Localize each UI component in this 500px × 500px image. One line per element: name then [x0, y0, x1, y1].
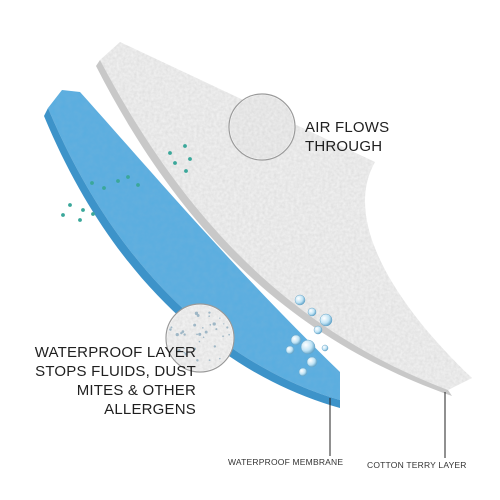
water-droplet [319, 313, 333, 327]
air-particle [61, 213, 65, 217]
membrane-speck [208, 311, 211, 314]
membrane-speck [198, 340, 201, 343]
water-droplet [298, 367, 308, 377]
air-particle [90, 181, 94, 185]
air-particle [91, 212, 95, 216]
air-magnifier [228, 93, 296, 161]
water-droplets [285, 294, 333, 377]
membrane-speck [183, 347, 185, 350]
membrane-speck [226, 362, 230, 366]
water-droplet [300, 339, 316, 355]
air-particle [116, 179, 120, 183]
membrane-speck [177, 349, 181, 352]
water-droplet [294, 294, 306, 306]
membrane-speck [212, 322, 216, 326]
air-particle [78, 218, 82, 222]
cotton-terry-layer [100, 42, 472, 390]
air-flows-label: AIR FLOWS THROUGH [305, 118, 425, 156]
air-particles [61, 144, 192, 222]
membrane-speck [181, 330, 185, 333]
membrane-speck [204, 330, 208, 334]
membrane-speck [202, 327, 204, 329]
waterproof-line-4: ALLERGENS [104, 401, 196, 418]
water-droplet [321, 344, 329, 352]
membrane-speck [215, 328, 218, 331]
air-particle [68, 203, 72, 207]
air-particle [184, 169, 188, 173]
membrane-speck [183, 333, 186, 336]
waterproof-line-2: STOPS FLUIDS, DUST [35, 363, 196, 380]
membrane-speck [202, 336, 205, 339]
waterproof-membrane-layer [48, 90, 340, 400]
membrane-speck [196, 359, 199, 362]
air-particle [136, 183, 140, 187]
membrane-speck [183, 351, 185, 354]
membrane-speck [219, 317, 221, 319]
membrane-speck [208, 359, 211, 362]
waterproof-layer-label: WATERPROOF LAYER STOPS FLUIDS, DUST MITE… [6, 343, 196, 419]
membrane-speck [223, 323, 225, 325]
air-particle [126, 175, 130, 179]
membrane-speck [228, 333, 230, 336]
membrane-speck [169, 328, 172, 331]
membrane-speck [194, 311, 199, 316]
membrane-speck [209, 324, 212, 326]
membrane-speck [198, 332, 202, 336]
air-particle [173, 161, 177, 165]
membrane-speck [213, 345, 217, 348]
cotton-terry-layer-label: COTTON TERRY LAYER [367, 460, 467, 470]
air-flows-line-2: THROUGH [305, 138, 383, 155]
membrane-speck [193, 347, 197, 351]
water-droplet [285, 345, 295, 355]
membrane-speck [193, 323, 197, 327]
air-particle [183, 144, 187, 148]
membrane-speck [196, 333, 198, 336]
water-droplet [290, 334, 302, 346]
waterproof-membrane-label: WATERPROOF MEMBRANE [228, 457, 344, 467]
air-particle [188, 157, 192, 161]
waterproof-line-1: WATERPROOF LAYER [34, 344, 196, 361]
membrane-magnifier [165, 303, 235, 373]
water-droplet [306, 356, 318, 368]
membrane-speck [196, 314, 200, 317]
membrane-speck [208, 315, 211, 318]
water-droplet [313, 325, 323, 335]
air-particle [168, 151, 172, 155]
air-particle [81, 208, 85, 212]
membrane-speck [222, 335, 224, 338]
waterproof-line-3: MITES & OTHER [76, 382, 196, 399]
membrane-speck [219, 357, 221, 360]
water-droplet [307, 307, 317, 317]
membrane-speck [226, 326, 229, 329]
membrane-speck [184, 352, 188, 356]
air-flows-line-1: AIR FLOWS [305, 119, 390, 136]
membrane-speck [170, 326, 173, 329]
air-particle [102, 186, 106, 190]
membrane-speck [175, 333, 179, 337]
